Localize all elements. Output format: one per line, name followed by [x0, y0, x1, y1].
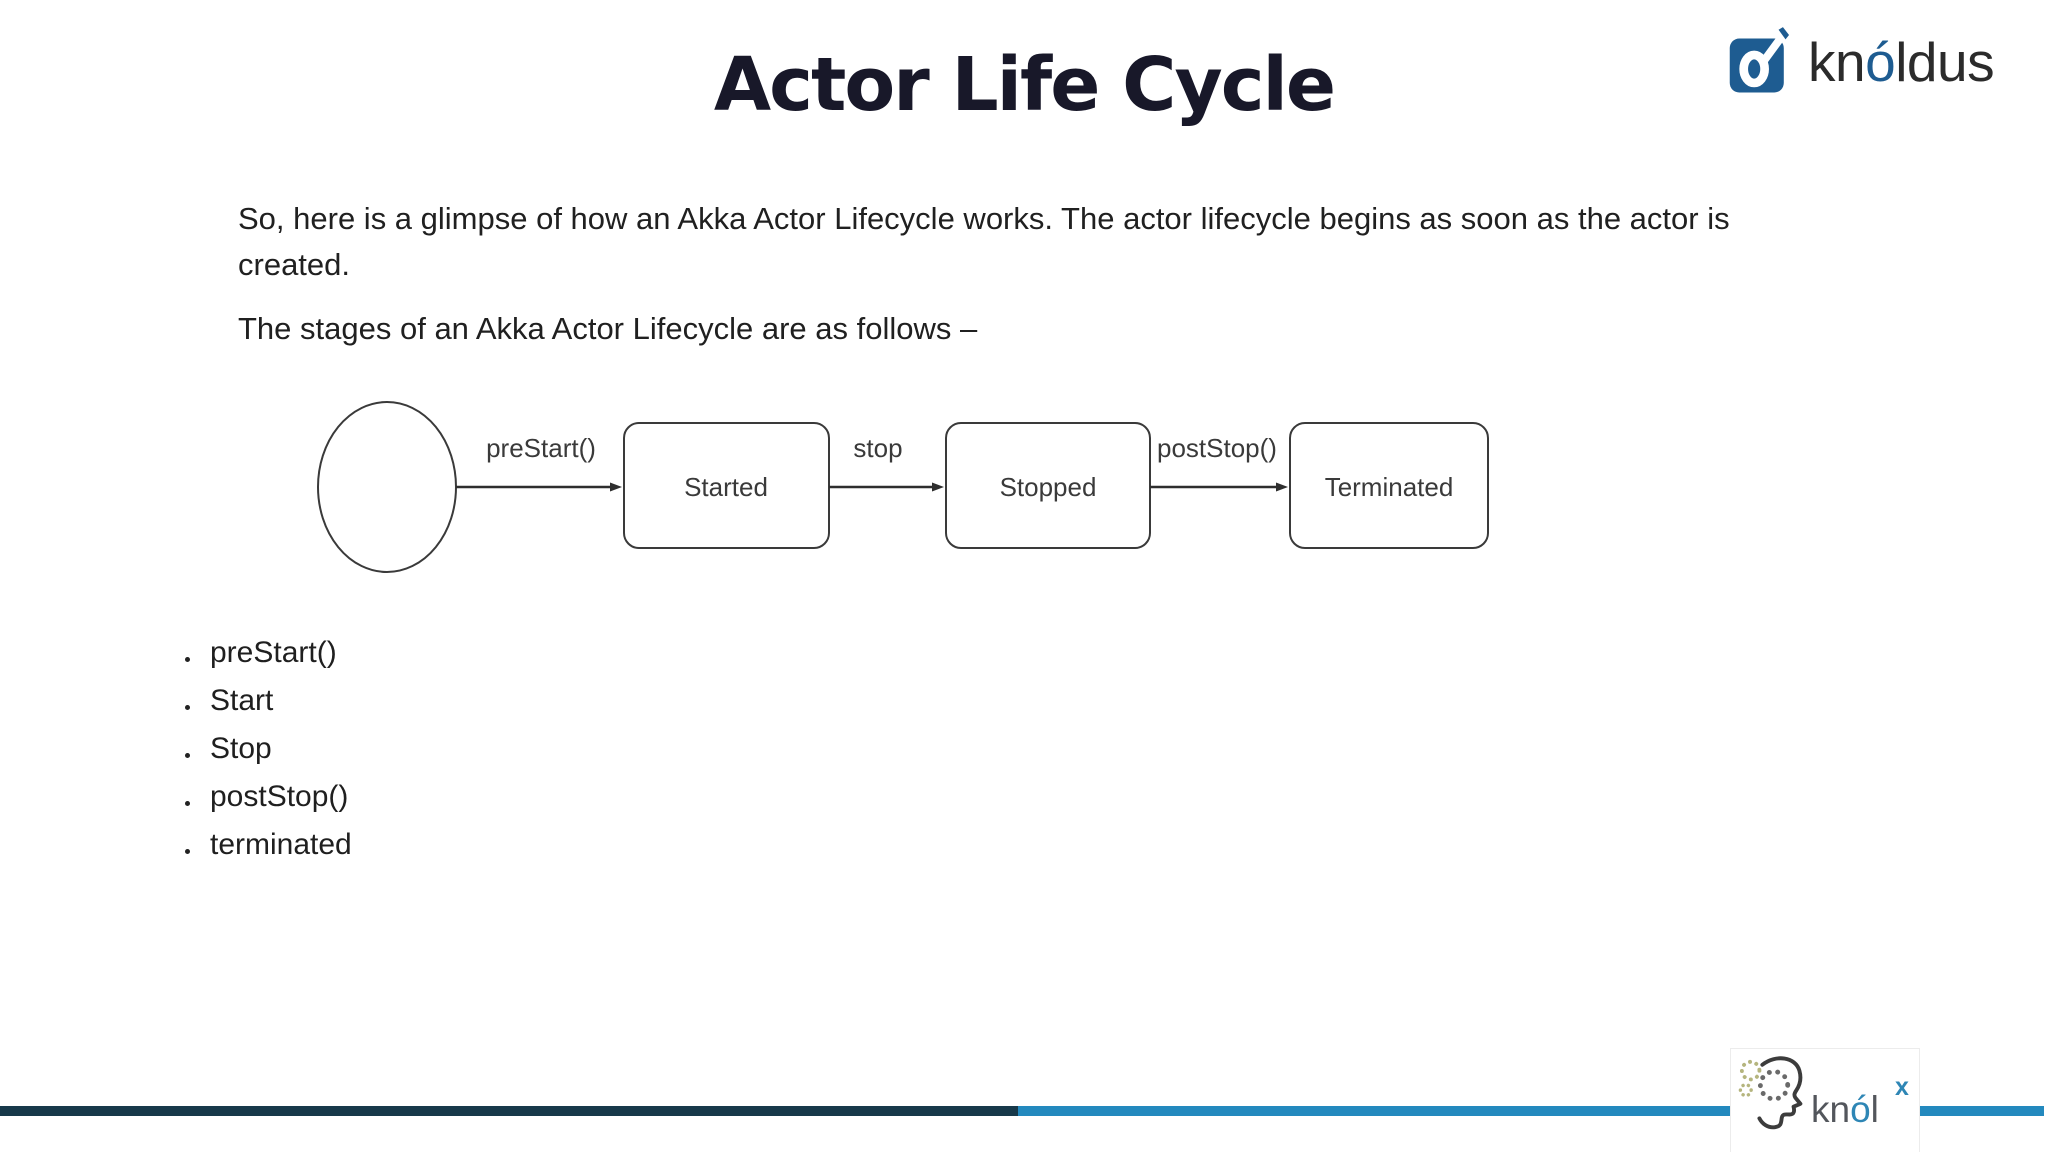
list-item: terminated: [185, 828, 352, 876]
list-item-label: Start: [210, 684, 274, 717]
knolx-text-part2: l: [1870, 1089, 1879, 1130]
knolx-text-part1: kn: [1811, 1089, 1851, 1130]
list-item: Stop: [185, 732, 352, 780]
node-terminated-label: Terminated: [1325, 472, 1454, 502]
list-item: Start: [185, 684, 352, 732]
knoldus-text-accent: ó: [1865, 31, 1896, 93]
lifecycle-diagram: preStart() Started stop Stopped postStop…: [317, 401, 1489, 573]
knoldus-text-part1: kn: [1808, 31, 1866, 93]
bullet-dot: [185, 753, 190, 758]
knolx-text-accent: ó: [1850, 1089, 1871, 1130]
edge-label-prestart: preStart(): [486, 433, 596, 463]
list-item: preStart(): [185, 636, 352, 684]
stages-paragraph: The stages of an Akka Actor Lifecycle ar…: [238, 311, 978, 346]
edge-label-poststop: postStop(): [1157, 433, 1277, 463]
knolx-superscript-x: x: [1895, 1073, 1909, 1101]
footer-bar-dark: [0, 1106, 1018, 1116]
node-terminated-box: [1289, 422, 1489, 549]
stages-list: preStart() Start Stop postStop() termina…: [185, 636, 352, 876]
footer-bar-accent: [1018, 1106, 2044, 1116]
bullet-dot: [185, 657, 190, 662]
bullet-dot: [185, 705, 190, 710]
body-copy: So, here is a glimpse of how an Akka Act…: [238, 196, 1778, 352]
knoldus-logo-icon: [1729, 27, 1790, 93]
node-started-label: Started: [684, 472, 768, 502]
page-title: Actor Life Cycle: [713, 42, 1336, 128]
knolx-head-icon: [1738, 1056, 1803, 1130]
knoldus-logo-text: knóldus: [1808, 24, 1995, 100]
node-stopped-label: Stopped: [1000, 472, 1097, 502]
edge-label-stop: stop: [853, 433, 902, 463]
intro-paragraph: So, here is a glimpse of how an Akka Act…: [238, 201, 1730, 282]
knoldus-text-part2: ldus: [1895, 31, 1995, 93]
node-stopped-box: [945, 422, 1151, 549]
bullet-dot: [185, 849, 190, 854]
knolx-logo-text: knól: [1811, 1089, 1879, 1131]
list-item-label: postStop(): [210, 780, 349, 813]
node-started-box: [623, 422, 830, 549]
list-item-label: Stop: [210, 732, 272, 765]
list-item-label: terminated: [210, 828, 352, 861]
knoldus-logo: knóldus: [1728, 24, 1995, 100]
list-item-label: preStart(): [210, 636, 337, 669]
knolx-logo: knól x: [1730, 1048, 1920, 1152]
bullet-dot: [185, 801, 190, 806]
initial-state-ellipse: [317, 401, 457, 573]
list-item: postStop(): [185, 780, 352, 828]
